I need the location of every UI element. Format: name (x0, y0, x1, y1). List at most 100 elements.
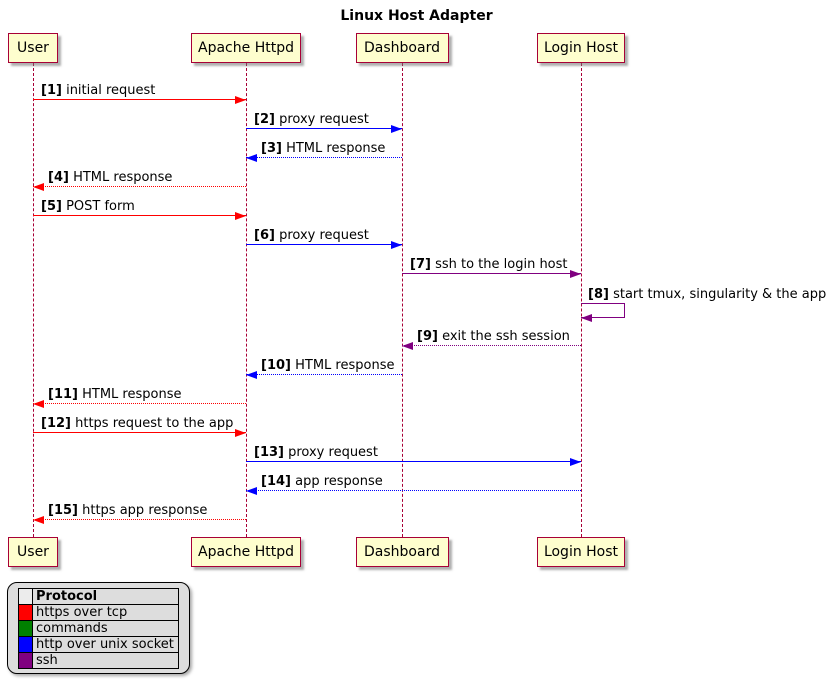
message-line (246, 461, 581, 462)
message-text: proxy request (279, 112, 369, 127)
message-number: [3] (261, 141, 282, 156)
message-label: [5] POST form (41, 199, 135, 214)
diagram-title: Linux Host Adapter (340, 8, 493, 24)
legend-entry-label: https over tcp (32, 604, 179, 621)
arrowhead-right (391, 125, 402, 133)
message-line (33, 99, 246, 100)
legend-row: https over tcp (18, 604, 179, 621)
lifeline-login-host (581, 63, 582, 537)
legend-row: commands (18, 620, 179, 637)
message-text: initial request (66, 83, 156, 98)
arrowhead-left (33, 516, 44, 524)
message-number: [14] (261, 474, 291, 489)
message-number: [9] (417, 329, 438, 344)
lifeline-apache-httpd (246, 63, 247, 537)
legend-entry-label: commands (32, 620, 179, 637)
legend-entry-label: http over unix socket (32, 636, 179, 653)
participant-box-bottom-user: User (8, 537, 58, 567)
message-number: [11] (48, 387, 78, 402)
message-line (33, 432, 246, 433)
message-label: [1] initial request (41, 83, 155, 98)
legend-swatch-blue (18, 636, 33, 653)
arrowhead-left (246, 154, 257, 162)
participant-box-bottom-login-host: Login Host (537, 537, 625, 567)
legend-header-swatch-cell (18, 588, 33, 605)
legend-entry-label: ssh (32, 652, 179, 669)
message-line (33, 215, 246, 216)
arrowhead-right (235, 212, 246, 220)
legend-swatch-red (18, 604, 33, 621)
arrowhead-left (33, 400, 44, 408)
message-label: [12] https request to the app (41, 416, 233, 431)
arrowhead-left (33, 183, 44, 191)
message-line (33, 519, 246, 520)
message-line (246, 157, 402, 158)
message-number: [1] (41, 83, 62, 98)
message-text: HTML response (295, 358, 395, 373)
message-text: app response (295, 474, 383, 489)
participant-box-bottom-apache-httpd: Apache Httpd (191, 537, 301, 567)
arrowhead-left (402, 342, 413, 350)
message-label: [10] HTML response (261, 358, 394, 373)
arrowhead-left (246, 371, 257, 379)
message-label: [6] proxy request (254, 228, 369, 243)
arrowhead-right (570, 458, 581, 466)
message-number: [15] (48, 503, 78, 518)
message-label: [9] exit the ssh session (417, 329, 570, 344)
message-number: [13] (254, 445, 284, 460)
message-line (33, 186, 246, 187)
arrowhead-left (246, 487, 257, 495)
message-line (246, 128, 402, 129)
legend-title: Protocol (32, 588, 179, 605)
message-number: [6] (254, 228, 275, 243)
participant-box-top-user: User (8, 33, 58, 63)
message-number: [4] (48, 170, 69, 185)
message-number: [5] (41, 199, 62, 214)
message-text: proxy request (288, 445, 378, 460)
legend-row: http over unix socket (18, 636, 179, 653)
message-text: POST form (66, 199, 135, 214)
participant-box-top-dashboard: Dashboard (355, 33, 449, 63)
participant-box-bottom-dashboard: Dashboard (355, 537, 449, 567)
message-label: [2] proxy request (254, 112, 369, 127)
message-line (33, 403, 246, 404)
message-number: [12] (41, 416, 71, 431)
message-label: [13] proxy request (254, 445, 378, 460)
message-label: [14] app response (261, 474, 383, 489)
message-line (402, 273, 581, 274)
message-text: https request to the app (75, 416, 234, 431)
message-line (402, 345, 581, 346)
arrowhead-right (235, 429, 246, 437)
message-number: [2] (254, 112, 275, 127)
message-number: [10] (261, 358, 291, 373)
self-message-line-top (581, 303, 625, 304)
message-line (246, 490, 581, 491)
message-number: [7] (410, 257, 431, 272)
message-label: [8] start tmux, singularity & the app (588, 287, 826, 302)
arrowhead-right (391, 241, 402, 249)
message-line (246, 244, 402, 245)
self-message-line-right (624, 303, 625, 317)
message-text: https app response (82, 503, 208, 518)
participant-box-top-apache-httpd: Apache Httpd (191, 33, 301, 63)
legend-swatch-purple (18, 652, 33, 669)
message-number: [8] (588, 287, 609, 302)
legend-swatch-green (18, 620, 33, 637)
arrowhead-right (570, 270, 581, 278)
arrowhead-right (235, 96, 246, 104)
message-text: ssh to the login host (435, 257, 568, 272)
message-text: HTML response (73, 170, 173, 185)
message-label: [15] https app response (48, 503, 207, 518)
legend-row: ssh (18, 652, 179, 669)
message-label: [4] HTML response (48, 170, 172, 185)
message-text: HTML response (286, 141, 386, 156)
message-label: [7] ssh to the login host (410, 257, 568, 272)
lifeline-user (33, 63, 34, 537)
message-text: exit the ssh session (442, 329, 570, 344)
message-text: start tmux, singularity & the app (613, 287, 827, 302)
message-line (246, 374, 402, 375)
self-message-line-bottom (581, 317, 625, 318)
